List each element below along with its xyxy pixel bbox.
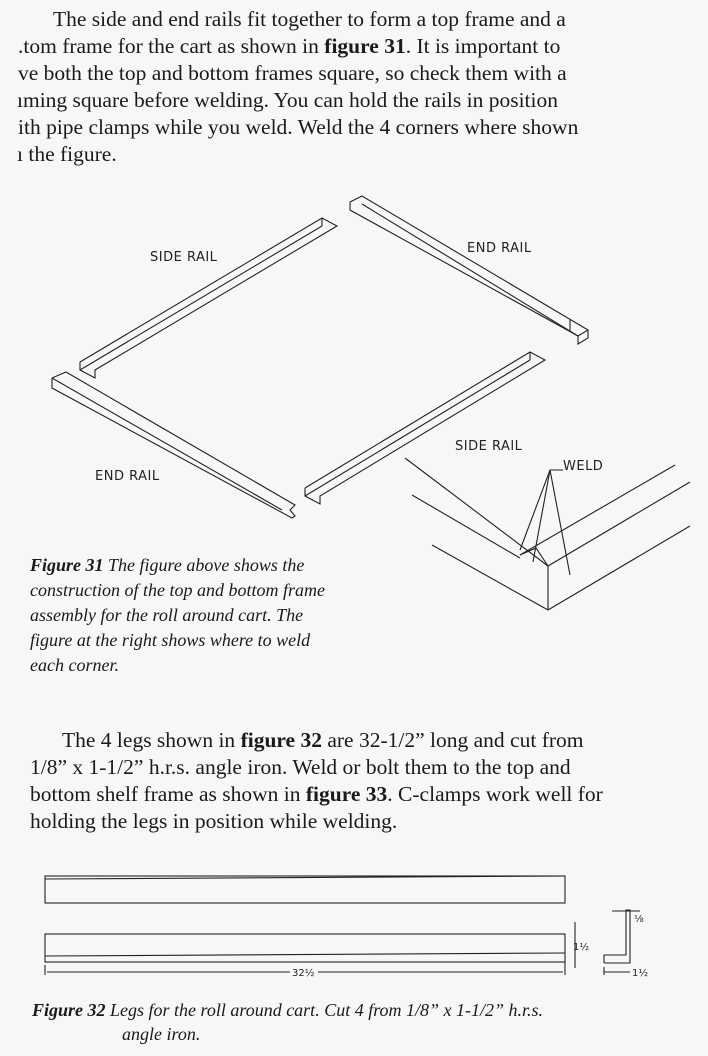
text-line: holding the legs in position while weldi… (30, 809, 398, 833)
text-line: The side and end rails fit together to f… (53, 7, 566, 31)
figure-32-legs: 32½ 1½ ⅛ 1½ (44, 875, 648, 979)
text-span: . C-clamps work well for (387, 782, 603, 806)
side-rail-bottom (304, 351, 547, 505)
caption-line: figure at the right shows where to weld (30, 630, 311, 650)
text-span: bottom shelf frame as shown in (30, 782, 306, 806)
caption-title: Figure 32 (32, 1000, 106, 1020)
caption-title: Figure 31 (30, 555, 104, 575)
text-line: ith pipe clamps while you weld. Weld the… (18, 115, 579, 139)
text-span: are 32-1/2” long and cut from (321, 728, 584, 752)
label-side-rail-top: SIDE RAIL (150, 250, 218, 265)
figure-reference: figure 33 (305, 782, 388, 806)
dim-length: 32½ (292, 967, 315, 979)
end-rail-left (51, 371, 296, 519)
text-line: .tom frame for the cart as shown in figu… (18, 33, 560, 59)
dim-thickness: ⅛ (634, 914, 644, 925)
figure-reference: figure 31 (324, 34, 406, 58)
caption-line: each corner. (30, 655, 119, 675)
caption-line: Figure 31 The figure above shows the (30, 553, 304, 577)
end-rail-right (349, 195, 590, 345)
side-rail-top (79, 217, 339, 379)
text-line: The 4 legs shown in figure 32 are 32-1/2… (62, 727, 583, 753)
text-line: bottom shelf frame as shown in figure 33… (30, 781, 603, 807)
caption-line: angle iron. (122, 1024, 201, 1044)
label-side-rail-bottom: SIDE RAIL (455, 439, 523, 454)
caption-line: construction of the top and bottom frame (30, 580, 325, 600)
dim-width: 1½ (632, 967, 648, 979)
text-span: The 4 legs shown in (62, 728, 241, 752)
text-line: ı the figure. (17, 142, 117, 166)
text-span: .tom frame for the cart as shown in (18, 34, 325, 58)
label-weld: WELD (563, 459, 603, 474)
figure-31-frame: SIDE RAIL END RAIL END RAIL SIDE RAIL (51, 195, 590, 519)
text-line: ve both the top and bottom frames square… (18, 61, 567, 85)
caption-text: The figure above shows the (103, 555, 305, 575)
caption-text: Legs for the roll around cart. Cut 4 fro… (105, 1000, 544, 1020)
label-end-rail-left: END RAIL (95, 469, 160, 484)
weld-detail: WELD (404, 457, 691, 611)
text-span: . It is important to (405, 34, 561, 58)
caption-line: assembly for the roll around cart. The (30, 605, 304, 625)
caption-line: Figure 32 Legs for the roll around cart.… (32, 998, 543, 1022)
text-line: ıming square before welding. You can hol… (17, 88, 559, 112)
label-end-rail-right: END RAIL (467, 241, 532, 256)
figure-reference: figure 32 (240, 728, 322, 752)
text-line: 1/8” x 1-1/2” h.r.s. angle iron. Weld or… (30, 755, 571, 779)
dim-height: 1½ (573, 941, 589, 953)
